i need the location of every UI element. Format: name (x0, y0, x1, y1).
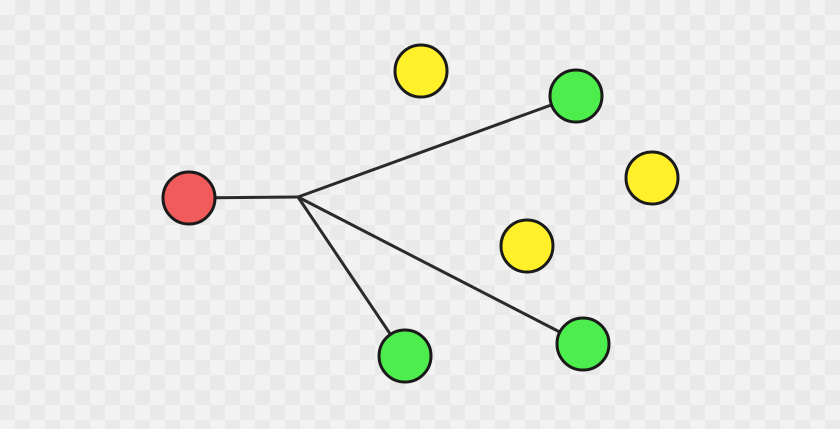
node-green-bottom-right (555, 316, 611, 372)
node-green-bottom-mid (377, 328, 433, 384)
node-yellow-middle (499, 218, 555, 274)
node-source (161, 170, 217, 226)
edges-layer (188, 94, 584, 357)
edge-hub-to-green-bottom-right (297, 195, 584, 346)
nodes-layer (161, 43, 680, 384)
node-yellow-right (624, 150, 680, 206)
node-green-top-right (548, 68, 604, 124)
edge-hub-to-green-top-right (297, 94, 577, 199)
node-yellow-top (393, 43, 449, 99)
edge-hub-to-green-bottom-mid (296, 196, 407, 357)
